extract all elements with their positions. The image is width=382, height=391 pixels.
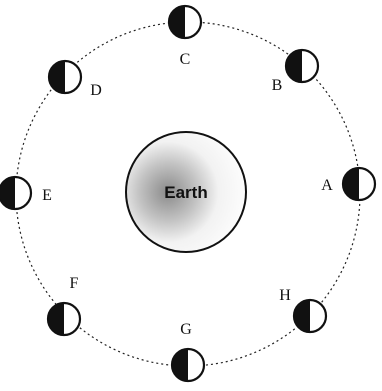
moon-d: D [49,61,102,99]
moon-dark-half [286,50,302,82]
position-label: G [180,321,192,338]
moon-e: E [0,177,52,209]
moon-dark-half [172,349,188,381]
position-label: D [90,82,102,99]
moon-dark-half [169,6,185,38]
moon-dark-half [294,300,310,332]
moon-c: C [169,6,201,68]
earth-label: Earth [164,183,207,202]
position-label: E [42,187,52,204]
position-label: A [321,177,333,194]
moon-dark-half [343,168,359,200]
position-label: C [180,51,191,68]
moon-dark-half [49,61,65,93]
moon-g: G [172,321,204,381]
position-label: B [272,77,283,94]
moon-dark-half [48,303,64,335]
position-label: H [279,287,291,304]
moon-a: A [321,168,375,200]
moon-f: F [48,275,80,335]
earth: Earth [126,132,246,252]
moon-b: B [272,50,318,94]
position-label: F [70,275,79,292]
moon-h: H [279,287,326,332]
